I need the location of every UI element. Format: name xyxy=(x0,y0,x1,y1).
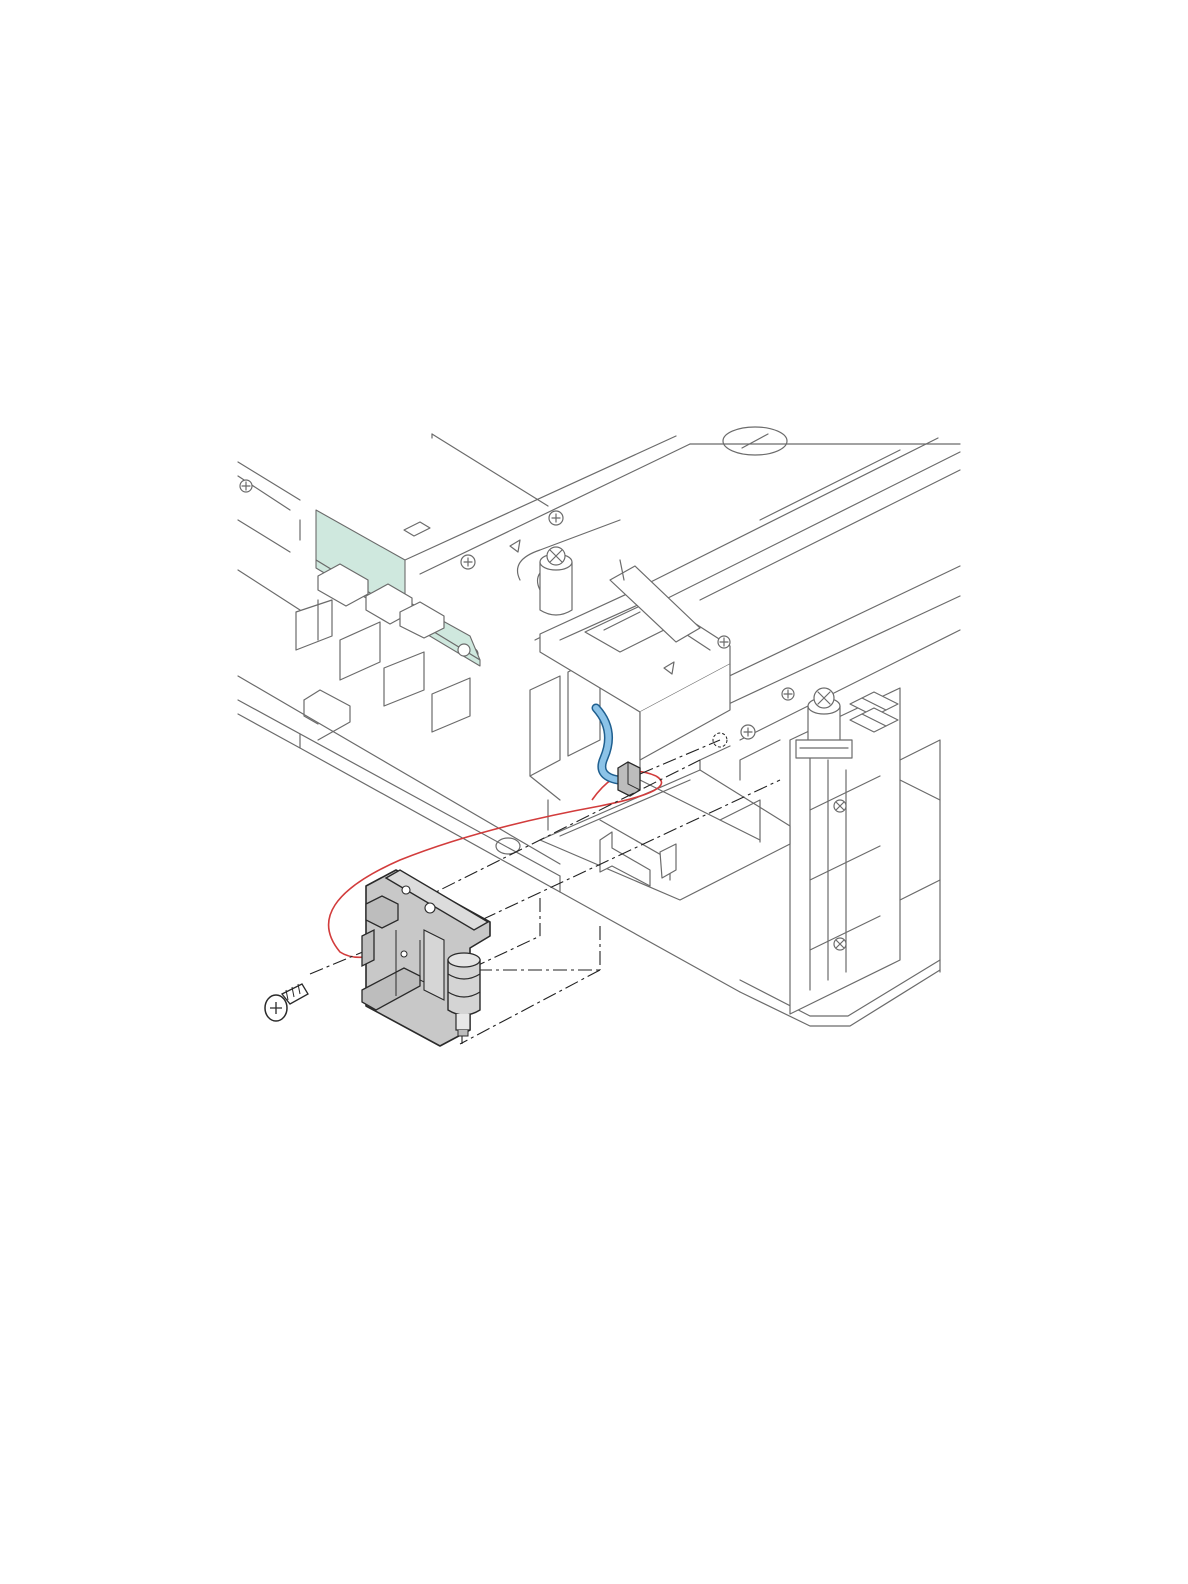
chassis-frame xyxy=(238,427,960,1026)
mounting-screw xyxy=(265,984,308,1021)
sensor-cable xyxy=(596,708,618,780)
post-left xyxy=(540,547,572,615)
solenoid-assembly xyxy=(362,870,490,1046)
circuit-board xyxy=(300,510,480,666)
cable-connector xyxy=(618,762,640,796)
